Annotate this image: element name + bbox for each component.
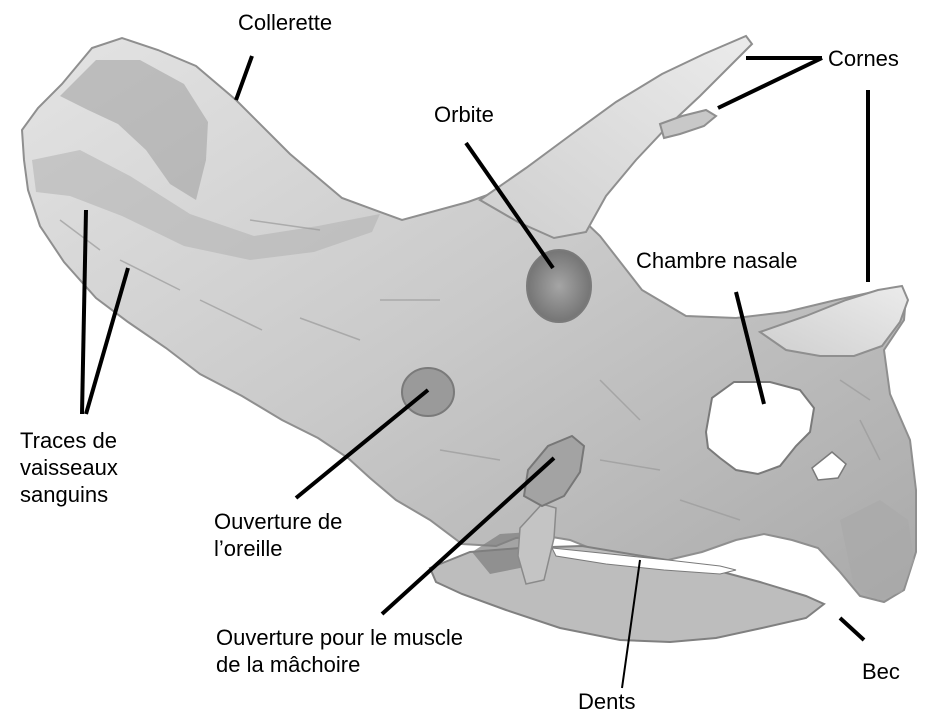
label-muscle-line-1: Ouverture pour le muscle bbox=[216, 624, 463, 651]
label-collerette: Collerette bbox=[238, 9, 332, 36]
label-dents: Dents bbox=[578, 688, 635, 715]
label-cornes: Cornes bbox=[828, 45, 899, 72]
orbit-opening bbox=[527, 250, 591, 322]
label-ouverture-muscle-machoire: Ouverture pour le muscle de la mâchoire bbox=[216, 624, 463, 678]
label-oreille-line-1: Ouverture de bbox=[214, 508, 342, 535]
leader-line-cornes-b bbox=[718, 58, 822, 108]
label-orbite: Orbite bbox=[434, 101, 494, 128]
label-traces-line-2: vaisseaux bbox=[20, 454, 118, 481]
brow-horn bbox=[480, 36, 752, 238]
leader-line-bec bbox=[840, 618, 864, 640]
leader-line-collerette bbox=[236, 56, 252, 100]
label-traces-line-3: sanguins bbox=[20, 481, 118, 508]
label-chambre-nasale: Chambre nasale bbox=[636, 247, 797, 274]
label-traces-vaisseaux-sanguins: Traces de vaisseaux sanguins bbox=[20, 427, 118, 508]
label-oreille-line-2: l’oreille bbox=[214, 535, 342, 562]
label-muscle-line-2: de la mâchoire bbox=[216, 651, 463, 678]
label-traces-line-1: Traces de bbox=[20, 427, 118, 454]
label-ouverture-oreille: Ouverture de l’oreille bbox=[214, 508, 342, 562]
label-bec: Bec bbox=[862, 658, 900, 685]
